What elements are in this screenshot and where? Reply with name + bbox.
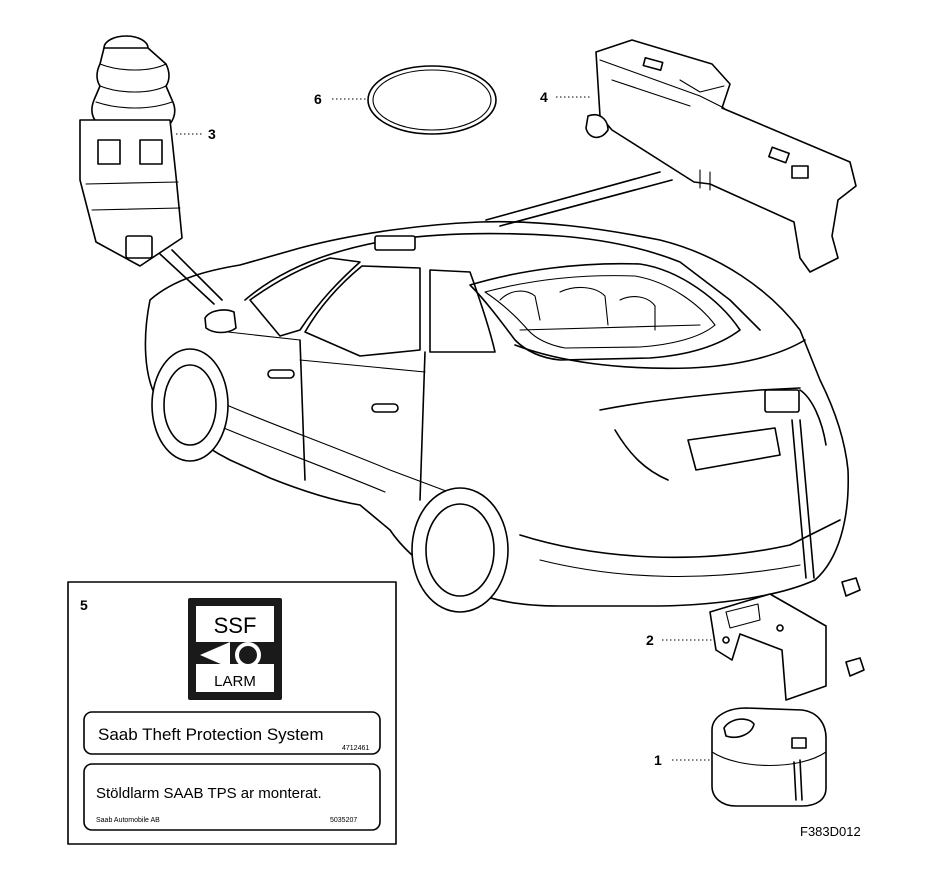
notice-part-number: 5035207 xyxy=(330,817,357,824)
callout-5: 5 xyxy=(80,597,88,613)
figure-code: F383D012 xyxy=(800,824,861,839)
o-ring-part: 6 xyxy=(314,65,497,135)
callout-2: 2 xyxy=(646,632,654,648)
door-lock-switch-part: 3 xyxy=(79,35,223,305)
mounting-bracket-part: 2 xyxy=(646,419,865,701)
badge-top-text: SSF xyxy=(214,613,257,638)
warning-decal-part: 5 SSF LARM Saab Theft Protection System … xyxy=(67,581,397,845)
badge-bottom-text: LARM xyxy=(214,673,256,690)
roof-sensor-part: 4 xyxy=(485,39,857,273)
callout-4: 4 xyxy=(540,89,548,105)
system-part-number: 4712461 xyxy=(342,745,369,752)
system-name-text: Saab Theft Protection System xyxy=(98,725,324,744)
car-illustration xyxy=(144,220,850,613)
callout-1: 1 xyxy=(654,752,662,768)
ssf-larm-badge: SSF LARM xyxy=(188,598,282,700)
callout-6: 6 xyxy=(314,91,322,107)
maker-text: Saab Automobile AB xyxy=(96,817,160,824)
siren-module-part: 1 xyxy=(654,707,827,807)
notice-text: Stöldlarm SAAB TPS ar monterat. xyxy=(96,785,322,802)
callout-3: 3 xyxy=(208,126,216,142)
